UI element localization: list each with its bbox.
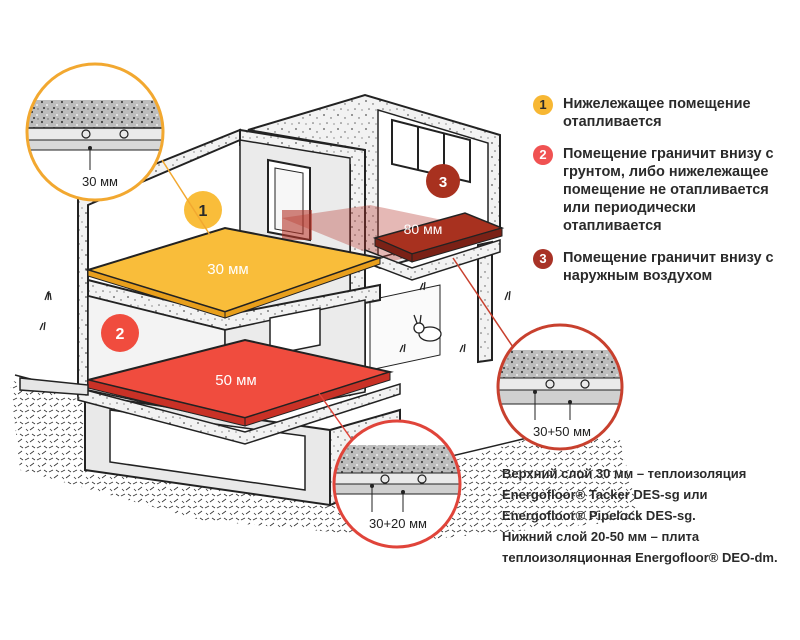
legend: 1 Нижележащее помещение отапливается 2 П… — [533, 95, 795, 299]
marker-3-label: 3 — [439, 174, 447, 191]
detail-right-label: 30+50 мм — [533, 424, 591, 439]
caption-line-2: Energofloor® Tacker DES-sg или — [502, 487, 708, 502]
detail-bottom-label: 30+20 мм — [369, 516, 427, 531]
insulation-caption: Верхний слой 30 мм – теплоизоляция Energ… — [502, 463, 797, 568]
legend-text-1: Нижележащее помещение отапливается — [563, 96, 751, 130]
detail-circle-bottom: 30+20 мм — [332, 419, 462, 549]
legend-number-1: 1 — [533, 95, 553, 115]
legend-number-3: 3 — [533, 249, 553, 269]
caption-line-3: Energofloor® Pipelock DES-sg. — [502, 508, 696, 523]
rabbit-icon — [413, 314, 442, 342]
detail-circle-right: 30+50 мм — [496, 323, 624, 451]
detail-circle-top-left: 30 мм — [25, 62, 165, 202]
soil-ground — [10, 380, 640, 540]
floor-yellow-label: 30 мм — [207, 261, 248, 278]
legend-item-3: 3 Помещение граничит внизу с наружным во… — [533, 249, 795, 285]
legend-item-1: 1 Нижележащее помещение отапливается — [533, 95, 795, 131]
marker-2-label: 2 — [116, 326, 125, 343]
support-post — [477, 240, 493, 364]
legend-number-2: 2 — [533, 145, 553, 165]
marker-2-circle — [101, 314, 139, 352]
marker-1-circle — [184, 191, 222, 229]
caption-line-4: Нижний слой 20-50 мм – плита — [502, 529, 700, 544]
floor-dark-label: 80 мм — [404, 221, 443, 237]
legend-text-2: Помещение граничит внизу с грунтом, либо… — [563, 146, 774, 234]
marker-1-label: 1 — [199, 203, 208, 220]
floor-red-label: 50 мм — [215, 372, 256, 389]
detail-top-left-label: 30 мм — [82, 174, 118, 189]
caption-line-1: Верхний слой 30 мм – теплоизоляция — [502, 466, 747, 481]
marker-3-circle — [426, 164, 460, 198]
caption-line-5: теплоизоляционная Energofloor® DEO-dm. — [502, 550, 778, 565]
legend-text-3: Помещение граничит внизу с наружным возд… — [563, 250, 774, 284]
legend-item-2: 2 Помещение граничит внизу с грунтом, ли… — [533, 145, 795, 235]
